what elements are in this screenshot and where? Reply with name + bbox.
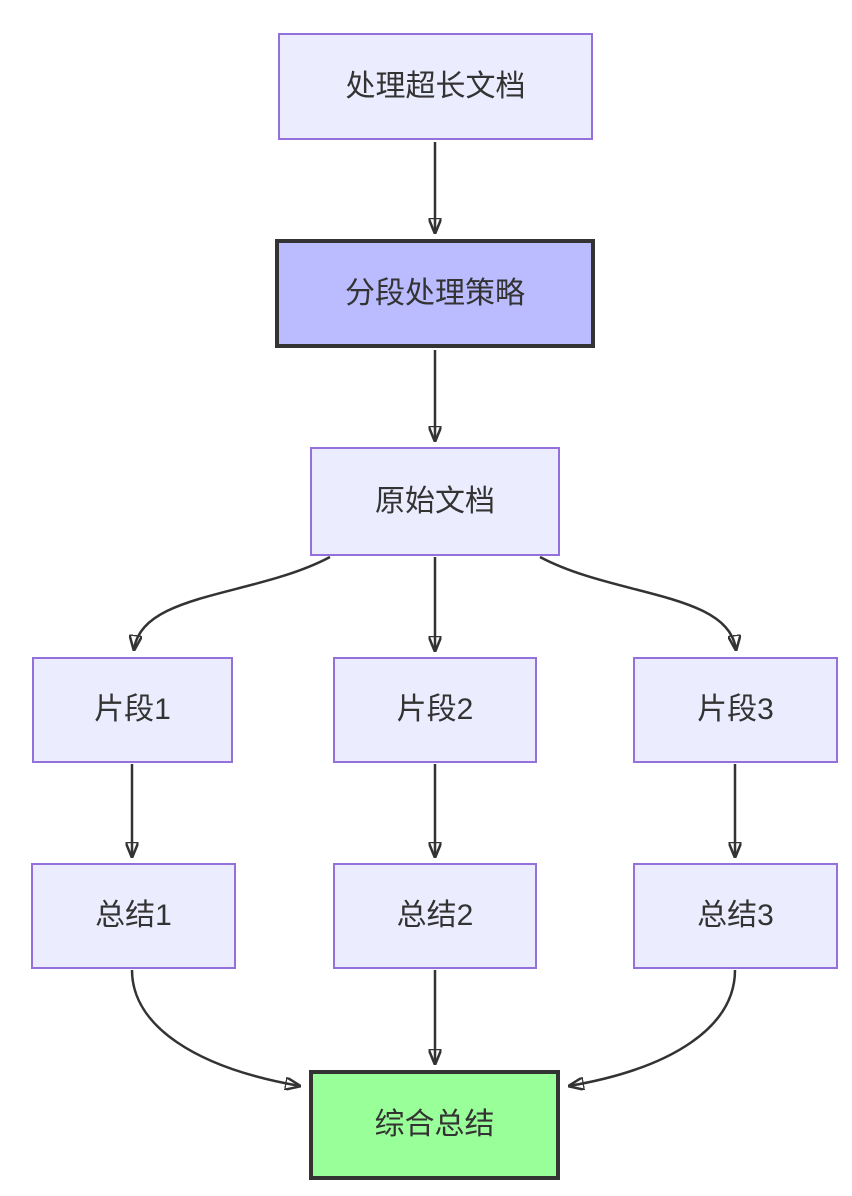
node-label: 分段处理策略 xyxy=(345,276,525,310)
node-label: 综合总结 xyxy=(374,1108,495,1141)
flowchart-node-fragment-1: 片段1 xyxy=(32,657,233,763)
flowchart-node-combined-summary: 综合总结 xyxy=(309,1070,560,1180)
edge-I-J xyxy=(569,969,737,1086)
edge-G-J xyxy=(130,969,300,1086)
edge-C-D xyxy=(134,555,331,650)
flowchart-node-summary-1: 总结1 xyxy=(31,863,236,969)
flowchart-node-original-doc: 原始文档 xyxy=(310,447,560,556)
flowchart-node-segment-strategy: 分段处理策略 xyxy=(275,239,595,348)
node-label: 总结1 xyxy=(95,899,172,932)
node-label: 原始文档 xyxy=(375,484,495,518)
flowchart-node-fragment-2: 片段2 xyxy=(333,657,537,763)
flowchart-node-process-long-doc: 处理超长文档 xyxy=(278,33,593,140)
node-label: 总结3 xyxy=(697,899,774,932)
node-label: 片段2 xyxy=(396,693,474,726)
node-label: 片段3 xyxy=(697,693,774,726)
node-label: 总结2 xyxy=(396,899,474,932)
flowchart-node-summary-3: 总结3 xyxy=(633,863,838,969)
edge-C-F xyxy=(539,555,736,650)
node-label: 片段1 xyxy=(94,693,171,726)
flowchart-node-summary-2: 总结2 xyxy=(333,863,537,969)
node-label: 处理超长文档 xyxy=(345,69,526,103)
flowchart-node-fragment-3: 片段3 xyxy=(633,657,838,763)
